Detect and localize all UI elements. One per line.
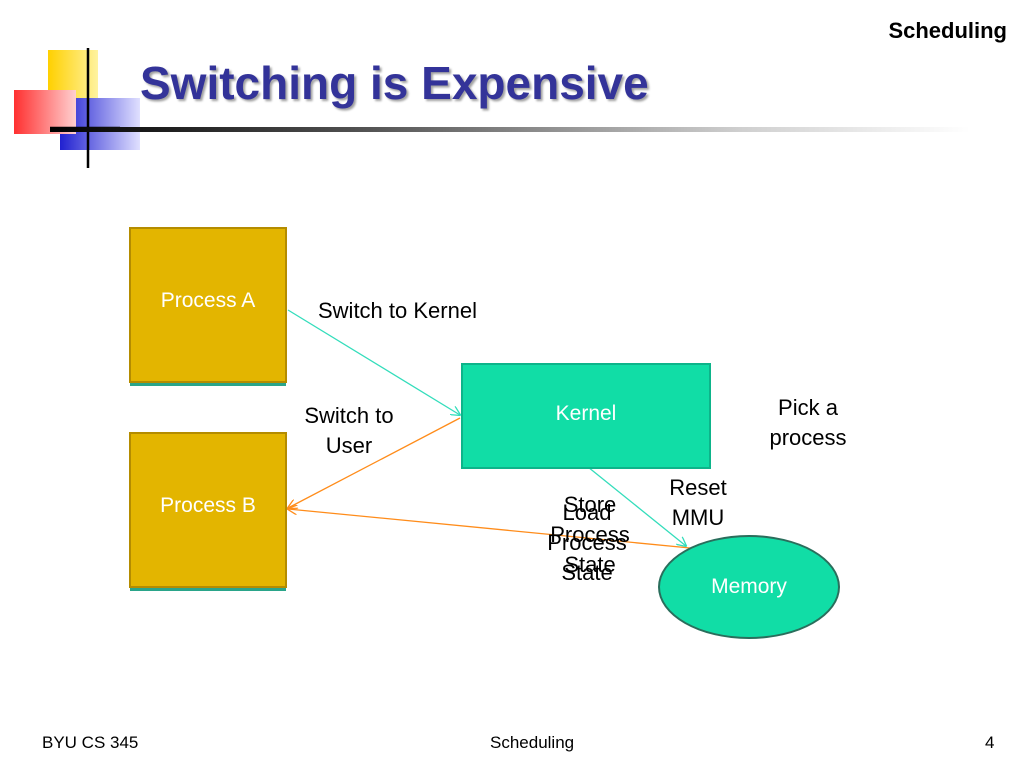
memory-node: Memory	[658, 535, 840, 639]
kernel-node: Kernel	[461, 363, 711, 469]
arrow-kernel-to-memory	[587, 466, 686, 546]
pick-a-process-label: Pick a process	[769, 395, 847, 450]
load-process-state-label: Load Process State	[547, 500, 627, 585]
title-rule	[50, 127, 970, 132]
arrow-process-a-to-kernel	[287, 309, 460, 415]
kernel-label: Kernel	[555, 402, 617, 425]
arrow-memory-to-process-b	[288, 509, 691, 549]
process-b-node: Process B	[129, 432, 287, 588]
memory-label: Memory	[711, 575, 787, 598]
process-a-label: Process A	[160, 289, 256, 312]
slide-title: Switching is Expensive	[140, 57, 649, 109]
reset-mmu-label: Reset MMU	[669, 475, 727, 530]
section-header: Scheduling	[888, 18, 1007, 43]
process-a-node: Process A	[129, 227, 287, 383]
switch-to-kernel-label: Switch to Kernel	[318, 298, 477, 323]
footer-topic: Scheduling	[490, 733, 575, 752]
process-b-label: Process B	[160, 494, 256, 517]
switch-to-user-label: Switch to User	[304, 403, 394, 458]
footer-page-number: 4	[985, 733, 995, 752]
store-process-state-label: Store Process State	[550, 492, 630, 577]
arrow-kernel-to-process-b	[288, 417, 461, 508]
footer-course: BYU CS 345	[42, 733, 139, 752]
